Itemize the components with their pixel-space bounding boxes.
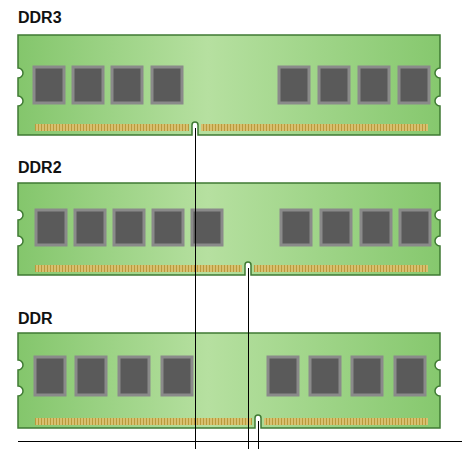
gold-contacts <box>254 265 428 272</box>
gold-contacts <box>35 265 242 272</box>
ddr2-module <box>18 183 440 275</box>
ddr-module <box>18 333 440 428</box>
gold-contacts <box>264 418 428 425</box>
memory-chips <box>34 67 429 103</box>
pcb-board <box>18 35 440 135</box>
module-type-label: DDR <box>16 310 55 328</box>
module-type-label: DDR2 <box>16 159 64 177</box>
memory-module-box: DDR3 <box>16 9 442 136</box>
gold-contacts <box>201 124 428 131</box>
module-type-label: DDR3 <box>16 9 64 27</box>
memory-module-box: DDR <box>16 310 442 429</box>
notch-alignment-lines <box>18 128 462 449</box>
gold-contacts <box>35 418 252 425</box>
gold-contacts <box>35 124 189 131</box>
pcb-board <box>18 333 440 428</box>
memory-chips <box>35 357 425 395</box>
memory-module-box: DDR2 <box>16 159 442 276</box>
memory-chips <box>36 210 430 245</box>
pcb-board <box>18 183 440 275</box>
ddr3-module <box>18 35 440 135</box>
